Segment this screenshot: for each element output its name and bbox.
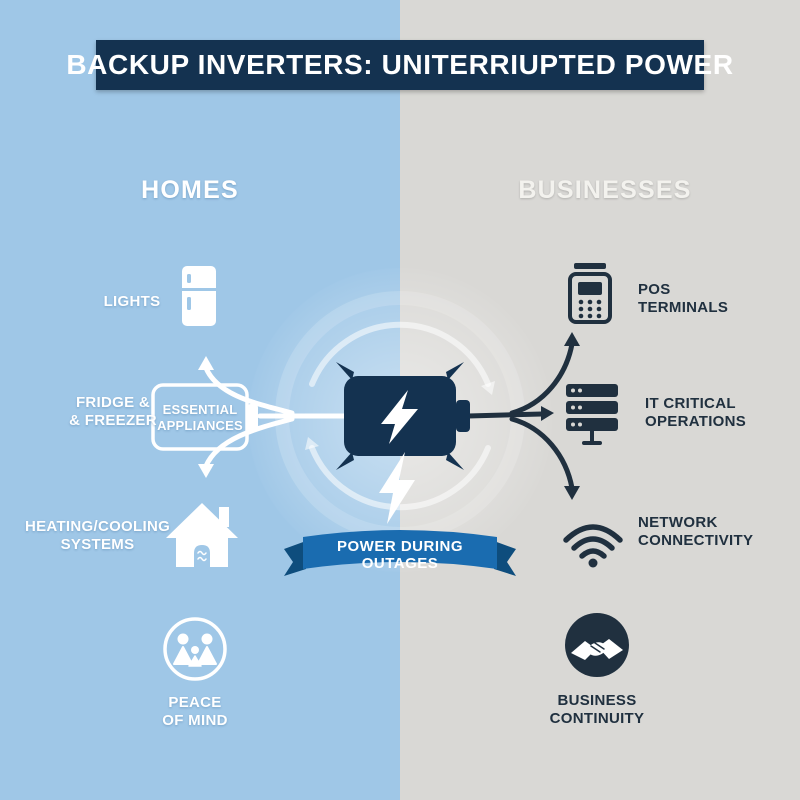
server-rack-icon bbox=[566, 384, 618, 445]
ribbon-banner bbox=[284, 530, 516, 576]
label-peace-of-mind: PEACE OF MIND bbox=[162, 694, 228, 729]
homes-connectors bbox=[198, 356, 353, 478]
label-business-continuity: BUSINESS CONTINUITY bbox=[549, 692, 645, 727]
pos-terminal-icon bbox=[568, 263, 612, 324]
refrigerator-icon bbox=[182, 266, 216, 326]
label-fridge-freezer: FRIDGE & & FREEZER bbox=[69, 394, 157, 429]
label-heating-cooling: HEATING/COOLING SYSTEMS bbox=[25, 518, 171, 553]
essential-appliances-label: ESSENTIAL APPLIANCES bbox=[157, 402, 243, 433]
wifi-icon bbox=[563, 524, 623, 568]
label-lights: LIGHTS bbox=[103, 293, 161, 310]
house-icon bbox=[166, 503, 238, 567]
businesses-heading: BUSINESSES bbox=[518, 176, 692, 204]
handshake-icon bbox=[565, 613, 629, 677]
battery-lightning-icon bbox=[336, 362, 470, 470]
page-title: BACKUP INVERTERS: UNITERRIUPTED POWER bbox=[66, 49, 734, 80]
label-it-critical: IT CRITICAL OPERATIONS bbox=[645, 395, 747, 430]
homes-heading: HOMES bbox=[141, 176, 239, 204]
label-pos-terminals: POS TERMINALS bbox=[638, 281, 729, 316]
businesses-connectors bbox=[465, 332, 580, 500]
label-network-connectivity: NETWORK CONNECTIVITY bbox=[638, 514, 754, 549]
title-banner: BACKUP INVERTERS: UNITERRIUPTED POWER bbox=[66, 40, 733, 90]
family-icon bbox=[163, 617, 227, 681]
essential-appliances-battery-icon bbox=[151, 383, 258, 451]
lightning-bolt-icon bbox=[379, 452, 415, 524]
ribbon-label: POWER DURING OUTAGES bbox=[337, 538, 463, 572]
